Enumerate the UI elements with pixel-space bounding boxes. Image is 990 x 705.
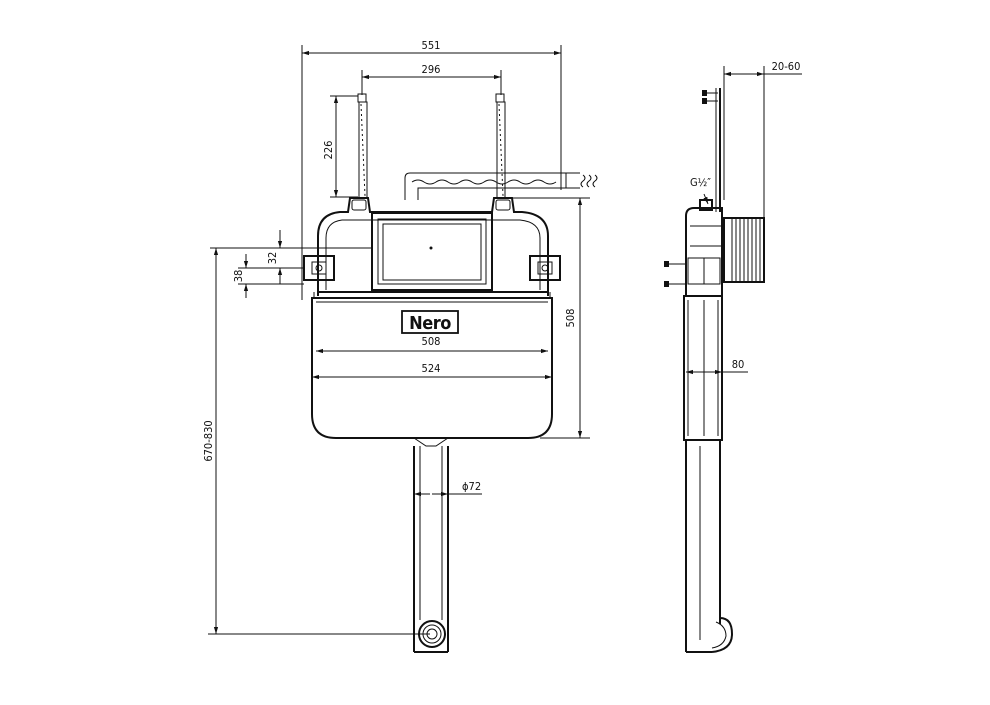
dim-label-508-width: 508 — [422, 335, 441, 348]
side-tank-body — [683, 295, 723, 441]
flush-pipe — [413, 437, 449, 653]
dim-offsets: 32 38 — [210, 230, 372, 298]
dim-total-height: 670-830 — [202, 248, 430, 635]
nero-logo: Nero — [401, 310, 459, 334]
actuator-housing — [723, 217, 765, 283]
dim-label-508-height: 508 — [564, 309, 577, 328]
side-view: 20-60 G½″ — [664, 60, 802, 653]
side-upper-body — [685, 199, 723, 297]
dim-label-524: 524 — [422, 362, 441, 375]
dim-bracket-spacing: 296 — [361, 63, 502, 95]
dim-label-32: 32 — [266, 252, 279, 265]
dim-label-phi72: ϕ72 — [462, 480, 481, 493]
dim-label-226: 226 — [322, 141, 335, 160]
side-bracket-right — [529, 255, 561, 281]
logo-text: Nero — [409, 313, 451, 334]
front-view: 551 296 226 — [202, 39, 598, 653]
water-inlet-hose — [404, 172, 598, 200]
dim-cistern-height: 508 — [512, 197, 590, 439]
dim-wall-gap: 20-60 — [723, 60, 802, 220]
mounting-rod-left — [357, 93, 368, 199]
cistern-body — [311, 291, 553, 439]
access-opening — [371, 212, 493, 291]
side-flush-pipe — [685, 440, 734, 653]
side-rods-top — [702, 88, 721, 212]
dim-label-g-half: G½″ — [690, 176, 711, 189]
dim-label-551: 551 — [422, 39, 441, 52]
dim-outer-width: 524 — [312, 362, 552, 380]
dim-bracket-height: 226 — [322, 95, 358, 198]
dim-label-296: 296 — [422, 63, 441, 76]
dim-pipe-diameter: ϕ72 — [414, 480, 482, 497]
dim-label-38: 38 — [232, 270, 245, 283]
dim-depth: 80 — [686, 358, 748, 375]
dim-label-20-60: 20-60 — [772, 60, 801, 73]
side-clamp-rods — [664, 261, 686, 287]
dim-label-670-830: 670-830 — [202, 420, 215, 461]
dim-inner-width: 508 — [316, 335, 548, 354]
dim-label-80: 80 — [732, 358, 745, 371]
dim-overall-width: 551 — [301, 39, 562, 300]
